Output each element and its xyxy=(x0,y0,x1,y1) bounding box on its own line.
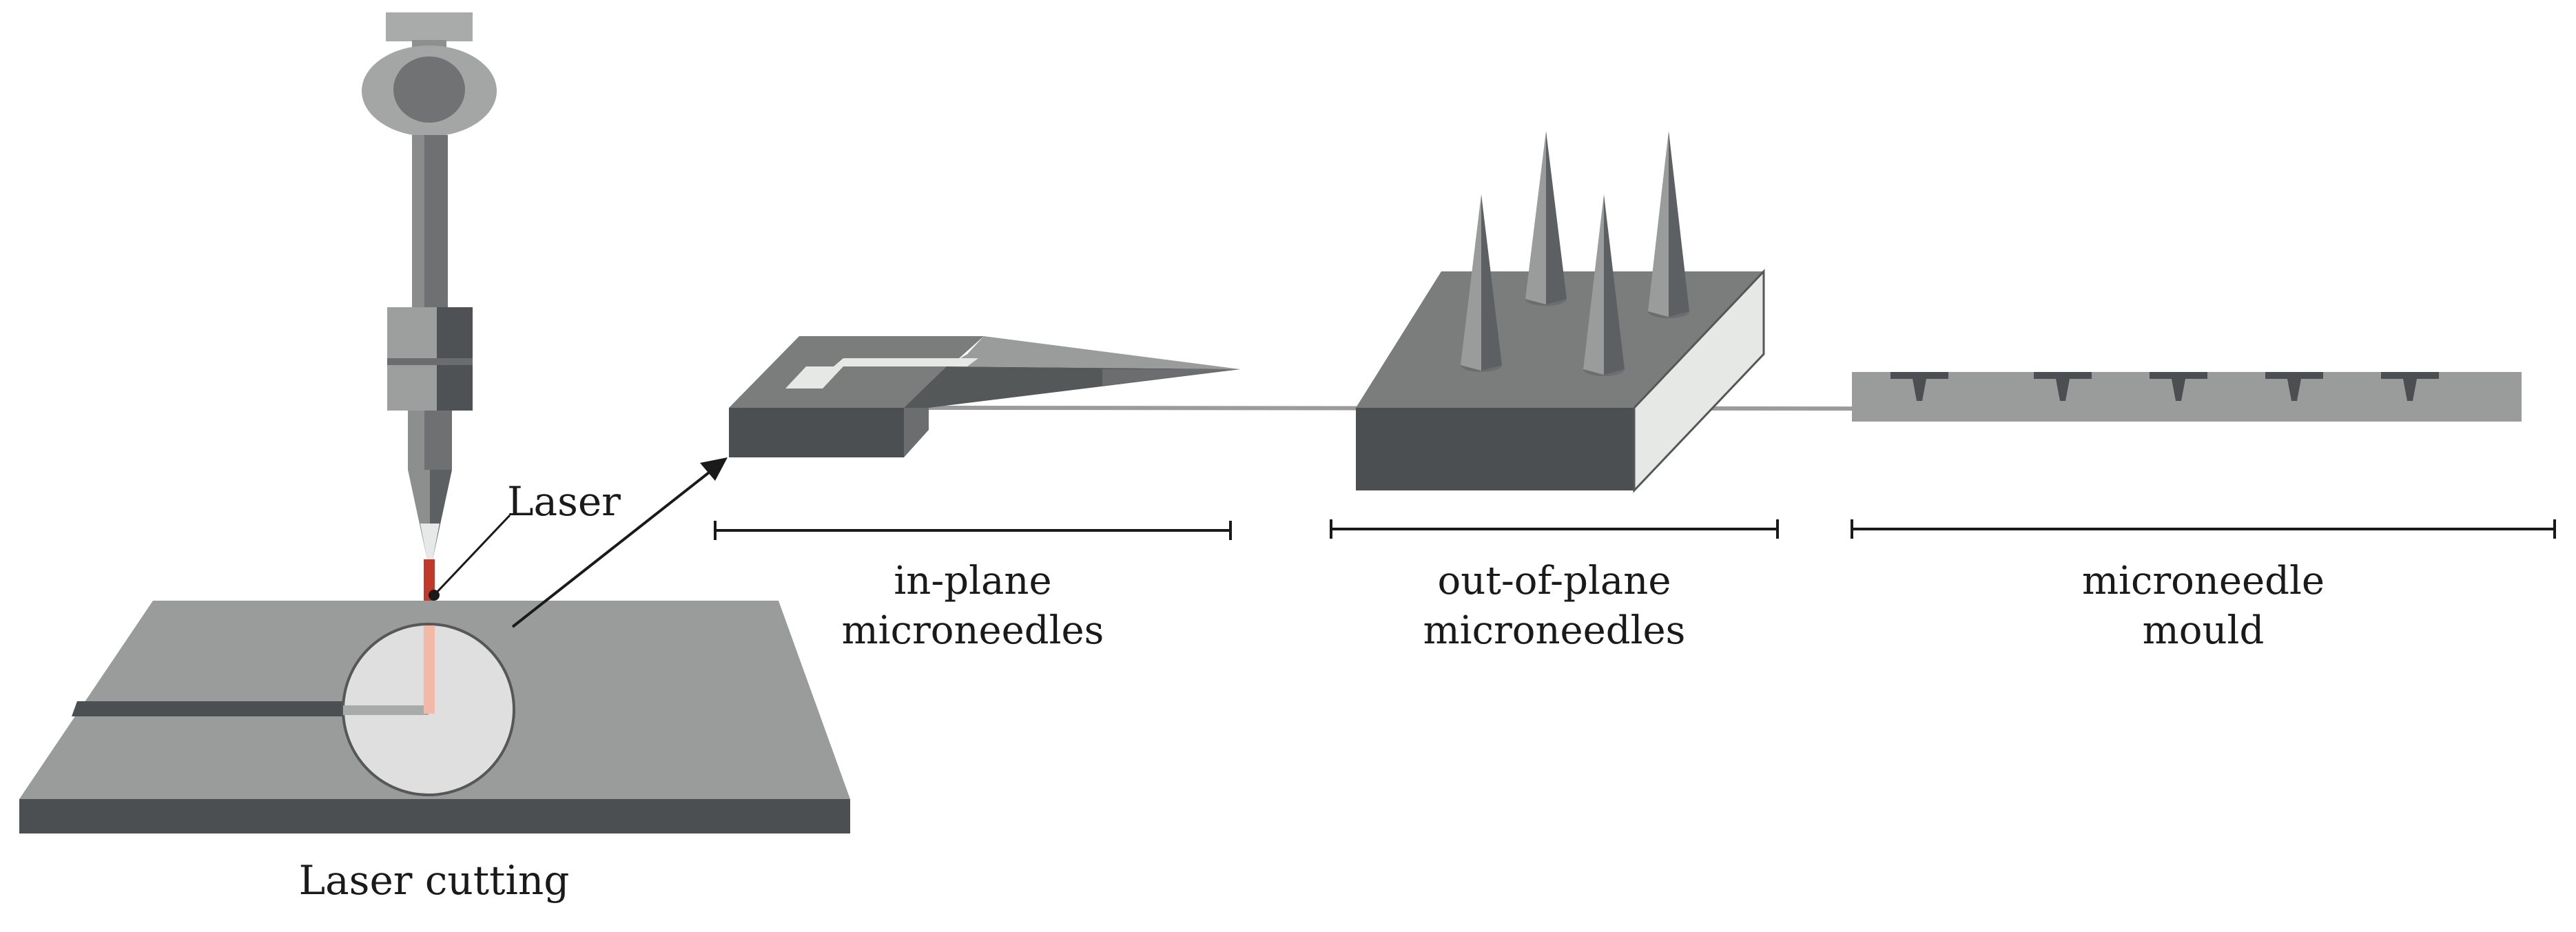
oop-block-side xyxy=(1633,269,1765,493)
laser-arm-shaft-highlight xyxy=(412,135,424,314)
laser-label-dot xyxy=(429,590,440,601)
needle-front-left xyxy=(1461,194,1502,372)
label-laser-cutting: Laser cutting xyxy=(299,857,570,904)
mould-cavity xyxy=(2150,372,2207,401)
in-plane-channel-arm xyxy=(834,358,978,366)
bracket-out-of-plane xyxy=(1330,519,1779,539)
mould-body xyxy=(1852,372,2522,422)
laser-housing-band xyxy=(387,358,473,365)
magnified-beam xyxy=(424,625,435,714)
microneedle-mould xyxy=(1852,372,2522,422)
bracket-mould xyxy=(1851,519,2556,539)
label-mould-line2: mould xyxy=(2143,608,2265,653)
in-plane-microneedle xyxy=(729,336,1240,457)
laser-nozzle-tip xyxy=(420,524,440,559)
label-in-plane-line2: microneedles xyxy=(842,608,1104,653)
out-of-plane-microneedles xyxy=(1356,131,1765,493)
workpiece-plate xyxy=(19,601,850,833)
in-plane-needle-tip-shade xyxy=(1102,369,1240,386)
laser-head-joint-inner xyxy=(393,56,465,123)
needle-back-right xyxy=(1648,131,1689,318)
label-out-of-plane-line1: out-of-plane xyxy=(1438,559,1671,603)
mould-cavity xyxy=(2034,372,2092,401)
label-mould-line1: microneedle xyxy=(2082,559,2325,603)
in-plane-base-side xyxy=(904,408,929,457)
magnified-groove xyxy=(343,705,429,715)
mould-cavity xyxy=(1890,372,1948,401)
laser-label: Laser xyxy=(507,478,621,525)
laser-head-top-cap xyxy=(386,12,473,41)
needle-front-right xyxy=(1583,194,1625,376)
oop-block-front xyxy=(1356,408,1634,490)
in-plane-base-top xyxy=(729,336,984,408)
in-plane-base-front xyxy=(729,408,904,457)
mould-cavity xyxy=(2265,372,2323,401)
mould-cavity xyxy=(2381,372,2439,401)
label-out-of-plane-line2: microneedles xyxy=(1423,608,1686,653)
needle-back-left xyxy=(1525,131,1567,306)
plate-front-edge xyxy=(19,799,850,833)
bracket-in-plane xyxy=(714,521,1232,540)
in-plane-channel xyxy=(785,366,843,389)
laser-head xyxy=(362,12,497,559)
label-in-plane-line1: in-plane xyxy=(894,559,1051,603)
in-plane-needle-upper xyxy=(947,336,1240,369)
magnify-arrow-head xyxy=(700,457,728,481)
laser-lower-shaft-light xyxy=(408,411,424,470)
cut-groove xyxy=(72,701,349,716)
magnify-arrow-line xyxy=(511,468,714,628)
laser-label-leader xyxy=(434,514,511,595)
